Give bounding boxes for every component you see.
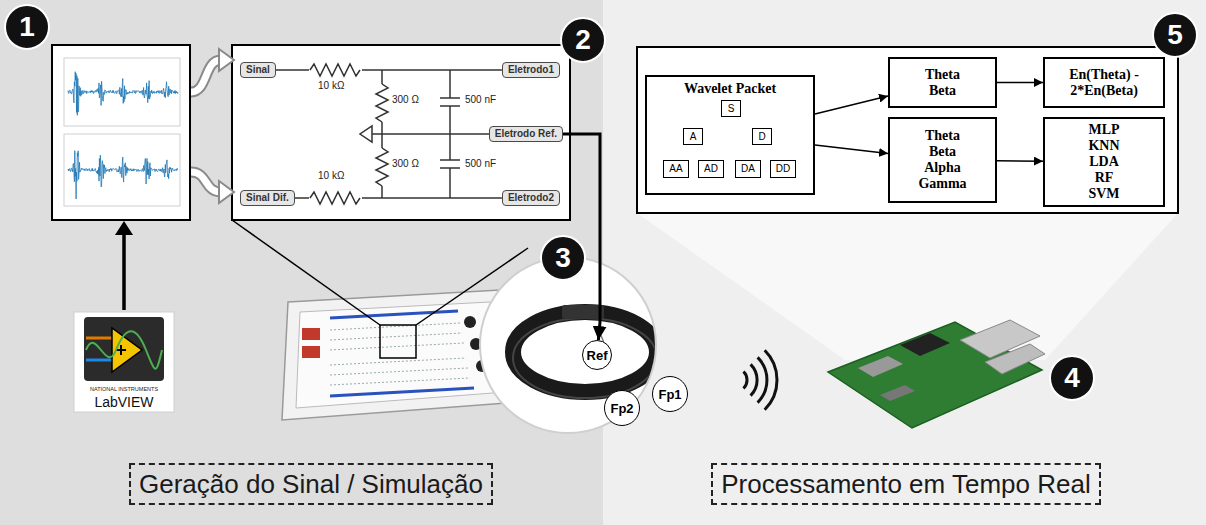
node-text: Sinal Dif.: [246, 192, 289, 204]
electrode-circle: Ref: [582, 340, 612, 370]
callout-number: 4: [1049, 355, 1095, 401]
tree-node: D: [752, 128, 772, 145]
node-text: Eletrodo Ref.: [495, 128, 557, 140]
signal-tag: Sinal: [240, 62, 276, 78]
callout-number: 5: [1152, 12, 1198, 58]
tree-node: DA: [735, 160, 761, 178]
process-box: En(Theta) - 2*En(Beta): [1043, 57, 1165, 108]
electrode-circle: Fp2: [604, 390, 640, 426]
node-text: Eletrodo1: [508, 64, 554, 76]
node-text: Geração do Sinal / Simulação: [139, 468, 483, 500]
section-title: Processamento em Tempo Real: [711, 463, 1100, 505]
component-value: 10 kΩ: [318, 170, 344, 182]
brand-text: NATIONAL INSTRUMENTS: [90, 386, 158, 392]
node-text: Fp1: [658, 387, 681, 402]
node-text: En(Theta) - 2*En(Beta): [1054, 67, 1154, 99]
component-value: 500 nF: [465, 158, 496, 170]
node-text: Eletrodo2: [508, 192, 554, 204]
component-value: 300 Ω: [392, 94, 419, 106]
node-text: Fp2: [610, 401, 633, 416]
signal-tag: Eletrodo2: [502, 190, 560, 206]
node-text: Theta Beta: [925, 67, 960, 99]
node-text: Processamento em Tempo Real: [721, 468, 1090, 500]
signal-tag: Eletrodo Ref.: [489, 126, 563, 142]
process-box: MLP KNN LDA RF SVM: [1043, 117, 1165, 207]
node-text: S: [728, 103, 735, 115]
waveform: [68, 151, 178, 199]
connector: [815, 145, 888, 154]
brand-text: LabVIEW: [94, 394, 153, 410]
section-title: Geração do Sinal / Simulação: [129, 463, 493, 505]
node-text: Sinal: [246, 64, 270, 76]
tree-node: S: [721, 100, 741, 117]
node-text: Wavelet Packet: [684, 81, 776, 97]
process-box: Theta Beta Alpha Gamma: [888, 117, 997, 203]
tree-node: AD: [698, 160, 724, 178]
node-text: MLP KNN LDA RF SVM: [1088, 122, 1119, 202]
signal-tag: Eletrodo1: [502, 62, 560, 78]
node-text: Theta Beta Alpha Gamma: [918, 128, 966, 192]
node-text: DA: [741, 163, 755, 175]
signal-tag: Sinal Dif.: [240, 190, 295, 206]
node-text: AA: [669, 163, 682, 175]
node-text: AD: [704, 163, 718, 175]
node-text: Ref: [587, 348, 608, 363]
tree-node: AA: [663, 160, 689, 178]
component-value: 300 Ω: [392, 158, 419, 170]
node-text: A: [690, 131, 697, 143]
process-box: Wavelet PacketSADAAADDADD: [645, 75, 815, 195]
electrode-circle: Fp1: [652, 376, 688, 412]
tree-node: A: [683, 128, 703, 145]
node-text: D: [758, 131, 765, 143]
node-text: DD: [776, 163, 790, 175]
callout-number: 1: [4, 4, 50, 50]
connector: [997, 160, 1043, 162]
process-box: Theta Beta: [888, 57, 997, 108]
connector: [997, 82, 1043, 84]
waveform: [68, 72, 178, 116]
component-value: 10 kΩ: [318, 80, 344, 92]
tree-node: DD: [770, 160, 796, 178]
component-value: 500 nF: [465, 94, 496, 106]
callout-number: 3: [540, 235, 586, 281]
callout-number: 2: [560, 17, 606, 63]
connector: [815, 96, 888, 114]
